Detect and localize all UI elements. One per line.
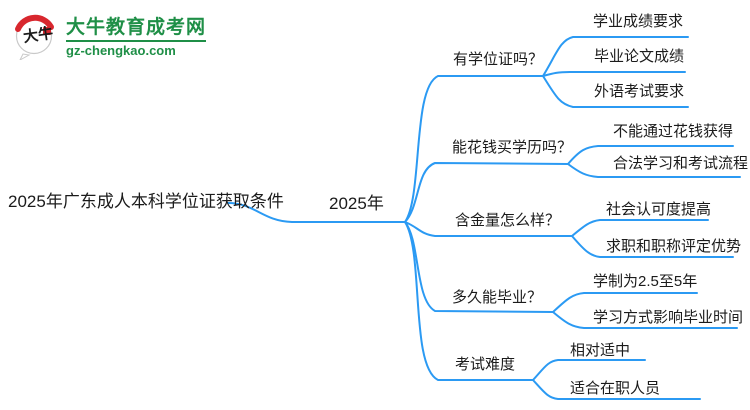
center-node: 2025年: [329, 194, 384, 213]
leaf-node: 合法学习和考试流程: [613, 155, 749, 172]
connector-group: [227, 36, 741, 400]
leaf-node: 相对适中: [570, 342, 631, 359]
leaf-node: 学习方式影响毕业时间: [593, 309, 744, 326]
connector-branch-5: [404, 221, 534, 381]
connector-root-center: [227, 202, 406, 223]
branch-node-degree-cert: 有学位证吗？: [453, 51, 544, 68]
connector-branch-1: [404, 75, 544, 223]
leaf-node: 外语考试要求: [594, 83, 685, 100]
site-name: 大牛教育成考网: [66, 17, 207, 38]
leaf-node: 毕业论文成绩: [594, 48, 685, 65]
logo-icon-text: 大牛: [22, 24, 54, 46]
daniu-speech-bubble-icon: 大牛: [15, 14, 54, 60]
connector-leaf-4-1: [552, 292, 698, 313]
connector-leaf-4-2: [552, 311, 738, 329]
branch-node-graduation-time: 多久能毕业？: [452, 289, 543, 306]
logo-text: 大牛教育成考网 gz-chengkao.com: [66, 12, 207, 58]
connector-leaf-5-1: [532, 359, 646, 381]
connector-leaf-2-1: [567, 145, 734, 165]
branch-node-value: 含金量怎么样？: [455, 212, 561, 229]
leaf-node: 适合在职人员: [570, 380, 661, 397]
branch-node-buy-diploma: 能花钱买学历吗？: [452, 139, 573, 156]
connector-leaf-1-2: [542, 71, 686, 77]
leaf-node: 求职和职称评定优势: [606, 238, 742, 255]
site-domain: gz-chengkao.com: [66, 40, 207, 58]
connector-leaf-1-1: [542, 36, 689, 77]
connector-leaf-3-2: [571, 235, 734, 258]
leaf-node: 不能通过花钱获得: [613, 123, 734, 140]
leaf-node: 社会认可度提高: [606, 201, 712, 218]
leaf-node: 学业成绩要求: [593, 13, 684, 30]
connector-leaf-3-1: [571, 219, 709, 237]
connector-leaf-5-2: [532, 379, 701, 400]
branch-node-exam-difficulty: 考试难度: [455, 356, 516, 373]
root-node: 2025年广东成人本科学位证获取条件: [8, 192, 284, 211]
connector-branch-3: [404, 221, 573, 237]
connector-leaf-2-2: [567, 163, 741, 178]
connector-leaf-1-3: [542, 75, 689, 108]
leaf-node: 学制为2.5至5年: [593, 273, 698, 290]
connector-branch-2: [404, 161, 569, 223]
site-logo: 大牛 大牛教育成考网 gz-chengkao.com: [10, 10, 207, 60]
